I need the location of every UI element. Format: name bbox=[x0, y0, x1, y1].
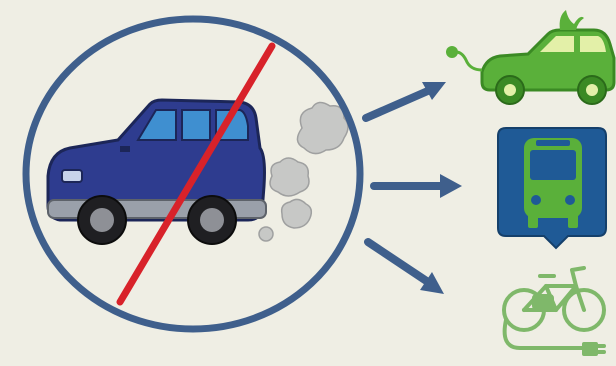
bus-stop-icon bbox=[498, 128, 606, 248]
